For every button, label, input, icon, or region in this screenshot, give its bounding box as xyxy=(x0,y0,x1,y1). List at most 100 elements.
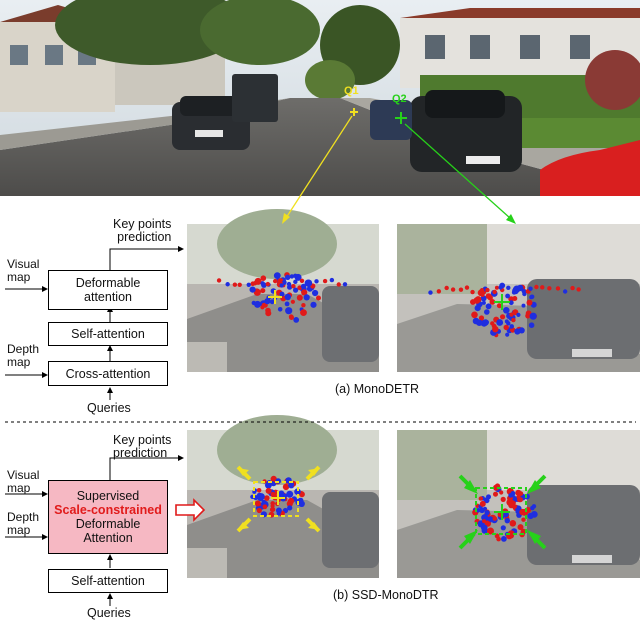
sampling-point xyxy=(530,505,535,511)
sampling-point xyxy=(509,520,517,527)
sampling-point xyxy=(484,511,491,518)
sampling-point xyxy=(504,513,510,518)
sampling-point xyxy=(516,312,521,317)
self-attention-box-b: Self-attention xyxy=(48,569,168,593)
sampling-point xyxy=(510,491,516,496)
sampling-point xyxy=(253,488,257,493)
sampling-point xyxy=(509,324,514,329)
sampling-point xyxy=(261,500,269,509)
sampling-point xyxy=(508,532,515,539)
sampling-point xyxy=(501,536,507,542)
sampling-point xyxy=(336,282,341,287)
sampling-point xyxy=(275,478,282,484)
sampling-point xyxy=(285,307,293,315)
sampling-point xyxy=(516,494,521,499)
sampling-point xyxy=(472,317,480,325)
sampling-point xyxy=(503,307,510,314)
sampling-point xyxy=(272,494,278,501)
sampling-point xyxy=(288,482,295,489)
sampling-point xyxy=(265,281,271,287)
sampling-point xyxy=(269,490,274,495)
sampling-point xyxy=(521,303,526,308)
caption-monodetr: (a) MonoDETR xyxy=(335,382,420,396)
sampling-point xyxy=(265,307,271,314)
sampling-point xyxy=(496,328,501,334)
sampling-point xyxy=(256,507,262,514)
sampling-point xyxy=(494,533,500,539)
ssd-attention-box: Supervised Scale-constrained Deformable … xyxy=(48,480,168,554)
sampling-point xyxy=(475,503,480,508)
sampling-point xyxy=(276,497,282,503)
sampling-point xyxy=(510,498,516,505)
sampling-point xyxy=(257,494,263,500)
sampling-point xyxy=(281,283,286,288)
sampling-point xyxy=(274,273,279,278)
sampling-point xyxy=(471,311,478,319)
sampling-point xyxy=(478,315,485,321)
sampling-point xyxy=(494,485,502,493)
sampling-point xyxy=(504,515,510,521)
sampling-point xyxy=(275,273,280,278)
sampling-point xyxy=(253,495,259,501)
sampling-point xyxy=(491,290,497,295)
sampling-point xyxy=(504,531,510,537)
sampling-point xyxy=(300,283,307,289)
sampling-point xyxy=(497,511,504,518)
sampling-point xyxy=(289,274,295,279)
sampling-point xyxy=(282,483,290,491)
sampling-point xyxy=(519,284,526,291)
sampling-point xyxy=(504,518,510,524)
sampling-point xyxy=(254,277,262,285)
sampling-point xyxy=(555,286,561,291)
sampling-point xyxy=(293,279,298,285)
sampling-point xyxy=(479,500,486,507)
sampling-point xyxy=(511,317,516,323)
sampling-point xyxy=(287,284,293,290)
q1-label: Q1 xyxy=(344,85,359,97)
sampling-point xyxy=(294,273,302,281)
sampling-point xyxy=(508,502,515,509)
sampling-point xyxy=(299,307,304,312)
sampling-point xyxy=(293,273,298,278)
sampling-point xyxy=(278,510,285,517)
sampling-point xyxy=(487,295,493,301)
sampling-point xyxy=(485,303,492,310)
street-scene-photo: Q1 Q2 xyxy=(0,0,640,196)
q1-scale-box xyxy=(253,481,299,517)
sampling-point xyxy=(436,289,442,294)
sampling-point xyxy=(288,497,295,504)
sampling-point xyxy=(489,299,496,305)
q2-cross-a xyxy=(494,294,510,310)
sampling-point xyxy=(269,481,275,486)
sampling-point xyxy=(516,326,523,334)
sampling-point xyxy=(262,504,268,510)
sampling-point xyxy=(507,495,513,502)
sampling-point xyxy=(485,287,490,293)
sampling-point xyxy=(450,287,456,292)
sampling-point xyxy=(268,489,276,497)
sampling-point xyxy=(256,278,261,283)
sampling-point xyxy=(500,287,505,293)
sampling-point xyxy=(474,305,481,312)
sampling-point xyxy=(502,508,509,515)
sampling-point xyxy=(316,295,321,301)
sampling-point xyxy=(518,493,526,501)
sampling-point xyxy=(500,525,506,531)
sampling-point xyxy=(493,316,500,323)
q2-constraint-arrows xyxy=(458,474,547,550)
sampling-point xyxy=(297,497,304,504)
sampling-point xyxy=(484,520,491,527)
sampling-point xyxy=(524,493,530,500)
sampling-point xyxy=(515,505,522,512)
sampling-point xyxy=(470,289,475,295)
sampling-point xyxy=(246,282,251,288)
sampling-point xyxy=(266,282,271,287)
sampling-point xyxy=(282,493,288,498)
sampling-point xyxy=(265,481,272,489)
sampling-point xyxy=(496,487,502,493)
sampling-point xyxy=(284,272,290,278)
sampling-point xyxy=(237,282,242,287)
